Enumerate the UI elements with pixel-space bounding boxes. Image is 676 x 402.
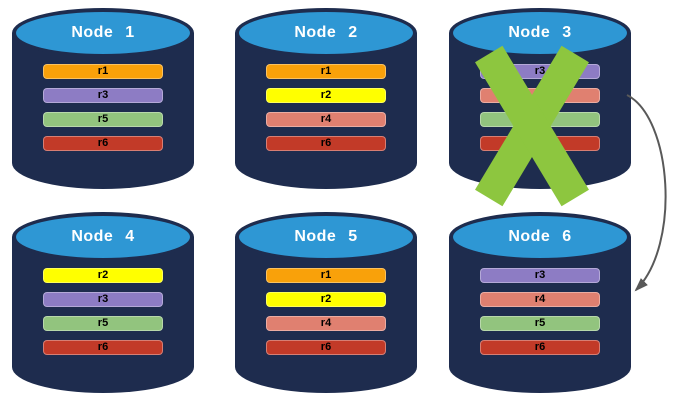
replica-bar: r6 bbox=[480, 136, 600, 151]
replica-bar: r4 bbox=[266, 112, 386, 127]
cylinder-top: Node 6 bbox=[449, 212, 631, 262]
replica-bar: r5 bbox=[480, 316, 600, 331]
node-4-cylinder: Node 4 r2 r3 r5 r6 bbox=[12, 212, 194, 393]
replica-bar: r1 bbox=[266, 64, 386, 79]
replica-list: r2 r3 r5 r6 bbox=[43, 268, 163, 355]
replica-bar: r6 bbox=[480, 340, 600, 355]
replica-bar: r5 bbox=[480, 112, 600, 127]
replica-bar: r3 bbox=[480, 64, 600, 79]
replica-bar: r3 bbox=[480, 268, 600, 283]
node-title: Node 1 bbox=[71, 24, 135, 41]
replica-bar: r2 bbox=[266, 292, 386, 307]
replica-bar: r6 bbox=[266, 340, 386, 355]
node-1-cylinder: Node 1 r1 r3 r5 r6 bbox=[12, 8, 194, 189]
cylinder-top: Node 5 bbox=[235, 212, 417, 262]
cylinder-top: Node 1 bbox=[12, 8, 194, 58]
cylinder-body bbox=[12, 33, 194, 189]
replica-bar: r2 bbox=[43, 268, 163, 283]
replica-bar: r1 bbox=[266, 268, 386, 283]
node-3-cylinder: Node 3 r3 r4 r5 r6 bbox=[449, 8, 631, 207]
replica-bar: r5 bbox=[43, 112, 163, 127]
replica-bar: r4 bbox=[266, 316, 386, 331]
cylinder-top: Node 2 bbox=[235, 8, 417, 58]
node-title: Node 2 bbox=[294, 24, 358, 41]
replica-bar: r6 bbox=[43, 136, 163, 151]
replica-bar: r3 bbox=[43, 292, 163, 307]
node-title: Node 5 bbox=[294, 228, 358, 245]
node-title: Node 3 bbox=[508, 24, 572, 41]
cylinder-body bbox=[449, 237, 631, 393]
cylinder-body bbox=[235, 33, 417, 189]
replica-list: r3 r4 r5 r6 bbox=[480, 268, 600, 355]
replica-bar: r2 bbox=[266, 88, 386, 103]
cylinder-body bbox=[12, 237, 194, 393]
replica-bar: r4 bbox=[480, 88, 600, 103]
replica-bar: r3 bbox=[43, 88, 163, 103]
replica-list: r3 r4 r5 r6 bbox=[480, 64, 600, 151]
replica-list: r1 r2 r4 r6 bbox=[266, 268, 386, 355]
arrow-path bbox=[626, 94, 667, 292]
node-5-cylinder: Node 5 r1 r2 r4 r6 bbox=[235, 212, 417, 393]
replica-bar: r6 bbox=[266, 136, 386, 151]
node-6-cylinder: Node 6 r3 r4 r5 r6 bbox=[449, 212, 631, 393]
cylinder-top: Node 3 bbox=[449, 8, 631, 58]
node-title: Node 4 bbox=[71, 228, 135, 245]
node-title: Node 6 bbox=[508, 228, 572, 245]
replica-bar: r1 bbox=[43, 64, 163, 79]
replica-bar: r6 bbox=[43, 340, 163, 355]
replica-bar: r4 bbox=[480, 292, 600, 307]
replica-list: r1 r2 r4 r6 bbox=[266, 64, 386, 151]
replica-bar: r5 bbox=[43, 316, 163, 331]
node-2-cylinder: Node 2 r1 r2 r4 r6 bbox=[235, 8, 417, 189]
replica-list: r1 r3 r5 r6 bbox=[43, 64, 163, 151]
cylinder-top: Node 4 bbox=[12, 212, 194, 262]
cylinder-body bbox=[235, 237, 417, 393]
